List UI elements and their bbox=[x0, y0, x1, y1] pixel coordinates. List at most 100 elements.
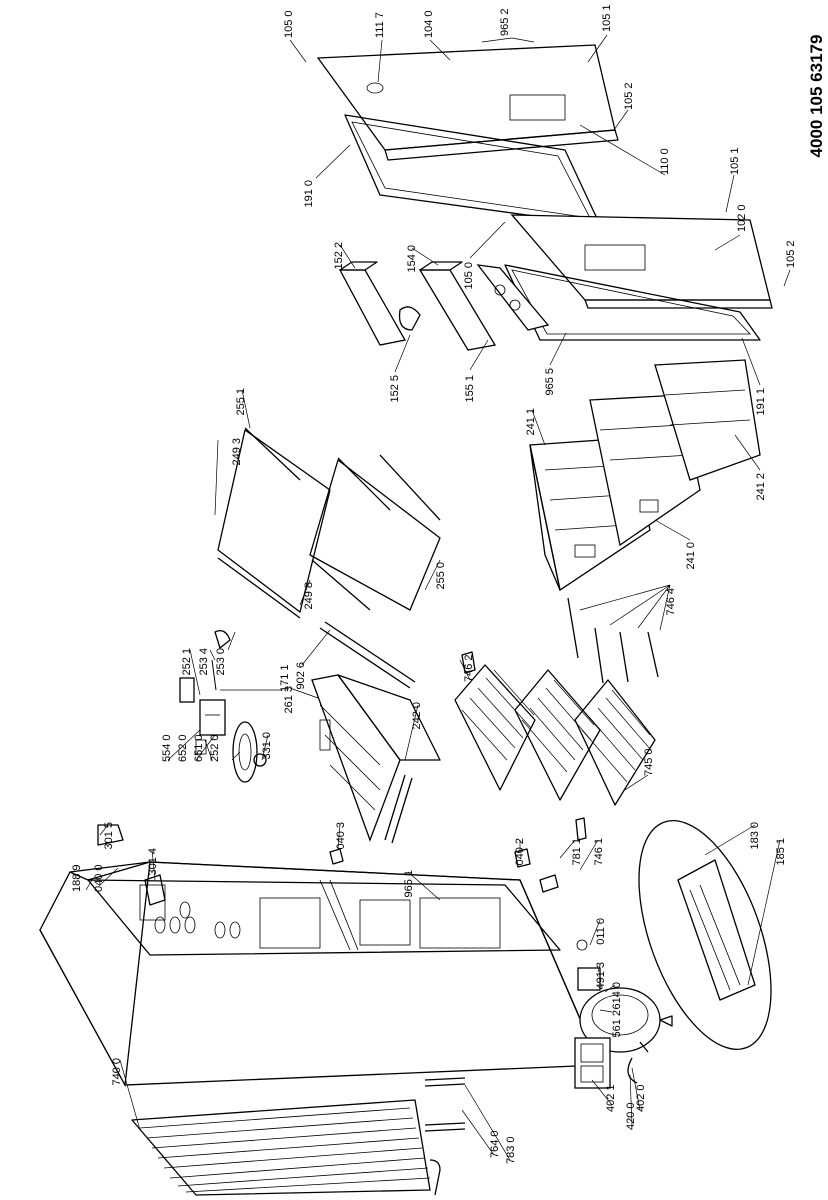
part-label: 745 0 bbox=[643, 748, 655, 776]
door-balcony-lower bbox=[418, 261, 497, 351]
part-label: 105 0 bbox=[283, 10, 295, 38]
part-label: 491 3 bbox=[595, 962, 607, 990]
part-label: 188 9 bbox=[71, 864, 83, 892]
part-label: 651 0 bbox=[193, 734, 205, 762]
crisper-drawer-lower bbox=[654, 359, 761, 481]
part-label: 183 0 bbox=[749, 822, 761, 850]
shelf-support bbox=[539, 874, 559, 893]
thermostat-knob bbox=[253, 753, 267, 767]
part-label: 301 5 bbox=[103, 822, 115, 850]
part-label: 402 1 bbox=[605, 1084, 617, 1112]
part-label: 965 1 bbox=[403, 870, 415, 898]
part-label: 249 8 bbox=[303, 582, 315, 610]
cabinet bbox=[39, 861, 601, 1088]
glass-shelf-lower bbox=[309, 454, 441, 611]
part-label: 252 1 bbox=[181, 648, 193, 676]
drawer-front-strip bbox=[384, 774, 413, 844]
part-label: 242 0 bbox=[411, 702, 423, 730]
part-label: 241 0 bbox=[685, 542, 697, 570]
part-label: 746 2 bbox=[463, 654, 475, 682]
part-label: 420 0 bbox=[625, 1102, 637, 1130]
part-label: 965 5 bbox=[544, 368, 556, 396]
part-label: 781 1 bbox=[571, 838, 583, 866]
thermostat-spring bbox=[211, 659, 217, 691]
part-label: 965 2 bbox=[499, 8, 511, 36]
part-labels: 105 0 111 7 104 0 965 2 105 1 105 2 110 … bbox=[71, 4, 797, 1164]
part-label: 171 1 bbox=[279, 664, 291, 692]
compressor-bracket bbox=[576, 939, 601, 991]
part-label: 152 5 bbox=[389, 375, 401, 403]
shelf-trim bbox=[319, 621, 416, 689]
glass-shelf-upper bbox=[217, 427, 331, 619]
part-label: 241 1 bbox=[525, 408, 537, 436]
part-label: 040 0 bbox=[93, 864, 105, 892]
condenser-coil bbox=[131, 1099, 441, 1196]
base-plate-bubble bbox=[638, 820, 772, 1050]
part-label: 746 1 bbox=[593, 838, 605, 866]
part-label: 152 2 bbox=[333, 242, 345, 270]
part-label: 252 0 bbox=[209, 734, 221, 762]
lamp-socket bbox=[214, 629, 231, 649]
part-label: 614 0 bbox=[611, 982, 623, 1010]
wire-shelf-1 bbox=[454, 664, 536, 791]
compressor-relay bbox=[574, 1037, 611, 1089]
part-label: 105 1 bbox=[601, 4, 613, 32]
part-label: 105 2 bbox=[785, 240, 797, 268]
leader-lines bbox=[85, 34, 791, 1161]
part-label: 740 0 bbox=[111, 1058, 123, 1086]
part-label: 255 1 bbox=[235, 388, 247, 416]
capillary-tube bbox=[424, 1122, 466, 1132]
part-label: 764 0 bbox=[489, 1130, 501, 1158]
part-label: 102 0 bbox=[736, 204, 748, 232]
part-label: 110 0 bbox=[659, 148, 671, 175]
drain-tube bbox=[424, 1077, 466, 1087]
part-label: 249 3 bbox=[231, 438, 243, 466]
part-label: 561 2 bbox=[611, 1010, 623, 1038]
part-label: 652 0 bbox=[177, 734, 189, 762]
part-label: 261 3 bbox=[283, 686, 295, 714]
thermostat-cover bbox=[179, 677, 195, 703]
balcony-bracket bbox=[398, 306, 421, 331]
part-label: 331 0 bbox=[261, 732, 273, 760]
part-label: 902 6 bbox=[295, 662, 307, 690]
part-label: 011 0 bbox=[595, 918, 607, 945]
top-hinge bbox=[97, 824, 124, 846]
part-label: 301 4 bbox=[147, 848, 159, 876]
part-label: 402 0 bbox=[635, 1084, 647, 1112]
lower-door bbox=[510, 214, 773, 309]
part-label: 111 7 bbox=[374, 12, 386, 38]
part-label: 105 2 bbox=[623, 82, 635, 110]
dairy-compartment bbox=[476, 264, 550, 331]
part-label: 191 0 bbox=[303, 180, 315, 208]
bottom-hinge bbox=[514, 848, 531, 868]
light-cover bbox=[232, 721, 258, 783]
thermostat bbox=[199, 699, 226, 736]
door-balcony-upper bbox=[338, 261, 407, 346]
wire-shelf-2 bbox=[514, 669, 601, 801]
part-label: 253 4 bbox=[198, 648, 210, 676]
upper-door bbox=[316, 44, 619, 161]
part-label: 255 0 bbox=[435, 562, 447, 590]
wire-shelf-3 bbox=[574, 679, 656, 806]
compressor bbox=[579, 987, 673, 1053]
part-label: 554 0 bbox=[161, 734, 173, 762]
part-label: 241 2 bbox=[755, 473, 767, 501]
part-label: 154 0 bbox=[406, 245, 418, 273]
freezer-drawer bbox=[311, 674, 441, 842]
part-label: 104 0 bbox=[423, 10, 435, 38]
part-label: 783 0 bbox=[505, 1136, 517, 1164]
part-label: 105 0 bbox=[463, 262, 475, 290]
part-label: 155 1 bbox=[464, 375, 476, 403]
part-label: 191 1 bbox=[755, 388, 767, 416]
part-label: 253 0 bbox=[215, 648, 227, 676]
crisper-drawer-middle bbox=[589, 394, 701, 547]
part-label: 185 1 bbox=[775, 838, 787, 866]
middle-hinge bbox=[329, 848, 344, 865]
part-label: 105 1 bbox=[729, 147, 741, 175]
part-label: 040 2 bbox=[514, 838, 526, 866]
part-label: 746 4 bbox=[665, 588, 677, 616]
part-label: 040 3 bbox=[335, 822, 347, 850]
document-number: 4000 105 63179 bbox=[807, 35, 826, 158]
shelf-rails bbox=[567, 597, 659, 684]
